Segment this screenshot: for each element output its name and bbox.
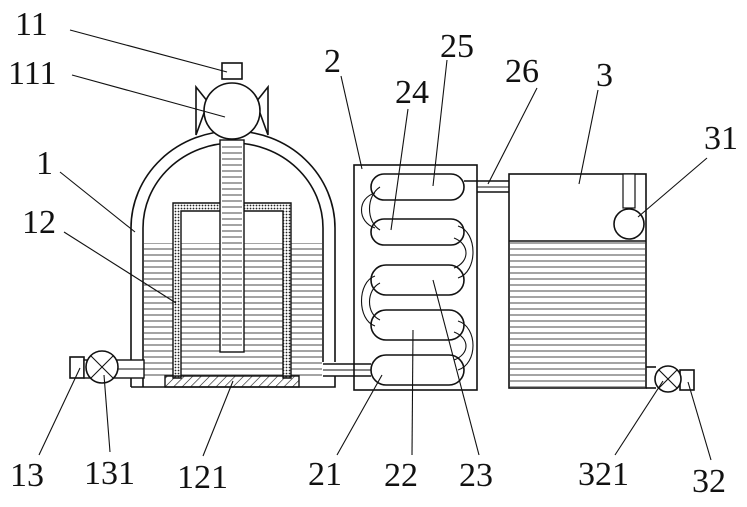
pipe-26: [464, 180, 509, 193]
right-outlet: [646, 365, 695, 393]
label-3: 3: [596, 57, 613, 94]
leader-lines: [38, 29, 712, 461]
top-valve-111: [195, 62, 269, 140]
label-25: 25: [440, 28, 474, 65]
vertical-shaft: [219, 139, 245, 353]
tank-3: [508, 173, 647, 389]
label-24: 24: [395, 74, 429, 111]
tank-3-liquid: [510, 241, 645, 387]
part-labels: 11 111 1 12 2 25 24 26 3 31 13 131 121 2…: [8, 6, 738, 500]
label-32: 32: [692, 463, 726, 500]
condenser-box-2: [353, 164, 478, 391]
label-131: 131: [84, 455, 135, 492]
label-1: 1: [36, 145, 53, 182]
label-23: 23: [459, 457, 493, 494]
pipe-tank1-to-box2: [323, 363, 371, 377]
label-2: 2: [324, 43, 341, 80]
left-outlet: [69, 350, 145, 384]
label-31: 31: [704, 120, 738, 157]
float-31: [613, 208, 645, 240]
label-111: 111: [8, 55, 56, 92]
label-121: 121: [177, 459, 228, 496]
label-21: 21: [308, 456, 342, 493]
label-321: 321: [578, 456, 629, 493]
label-22: 22: [384, 457, 418, 494]
label-13: 13: [10, 457, 44, 494]
base-plate-121: [164, 375, 300, 388]
label-11: 11: [15, 6, 48, 43]
label-26: 26: [505, 53, 539, 90]
label-12: 12: [22, 204, 56, 241]
